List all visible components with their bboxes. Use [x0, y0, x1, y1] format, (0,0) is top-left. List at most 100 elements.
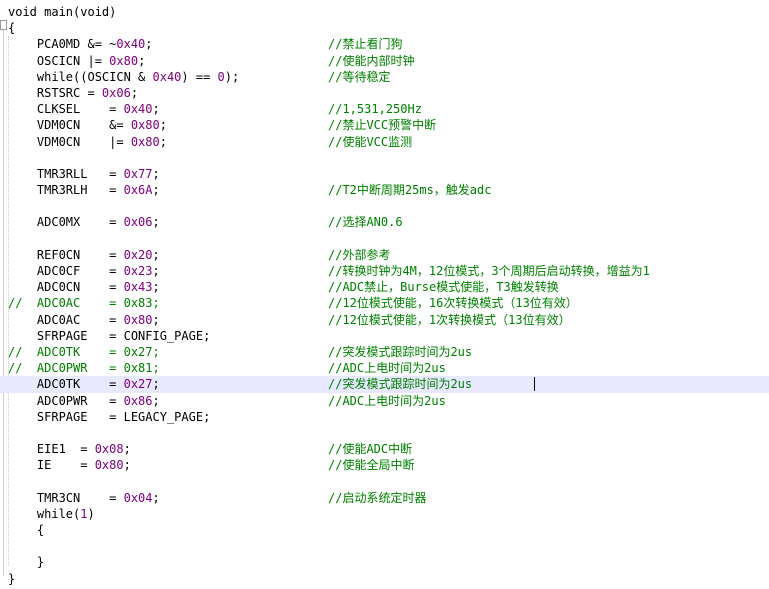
- code-line[interactable]: // ADC0PWR = 0x81; //ADC上电时间为2us: [0, 360, 769, 376]
- number-literal: 0x86: [123, 393, 153, 408]
- code-line[interactable]: SFRPAGE = LEGACY_PAGE;: [0, 409, 769, 425]
- code-text: RSTSRC = 0x06;: [8, 85, 139, 100]
- code-text: SFRPAGE = LEGACY_PAGE;: [8, 409, 211, 424]
- code-comment: //12位模式使能，1次转换模式（13位有效）: [328, 312, 571, 327]
- code-line[interactable]: IE = 0x80;//使能全局中断: [0, 457, 769, 473]
- fold-range-line: [3, 30, 4, 576]
- code-line[interactable]: {: [0, 20, 769, 36]
- code-line[interactable]: ADC0MX = 0x06;//选择AN0.6: [0, 214, 769, 230]
- code-line[interactable]: OSCICN |= 0x80; //使能内部时钟: [0, 53, 769, 69]
- code-comment: //突发模式跟踪时间为2us: [328, 344, 473, 359]
- code-line[interactable]: }: [0, 554, 769, 570]
- code-line[interactable]: EIE1 = 0x08;//使能ADC中断: [0, 441, 769, 457]
- fold-toggle-icon[interactable]: [0, 20, 7, 30]
- code-comment: //1,531,250Hz: [328, 102, 422, 117]
- code-line[interactable]: ADC0TK = 0x27; //突发模式跟踪时间为2us: [0, 376, 769, 393]
- code-text: ADC0TK = 0x27;: [8, 377, 160, 392]
- code-line[interactable]: [0, 473, 769, 489]
- code-line[interactable]: [0, 150, 769, 166]
- code-line[interactable]: [0, 425, 769, 441]
- code-comment: //使能ADC中断: [328, 442, 413, 457]
- code-line[interactable]: [0, 198, 769, 214]
- code-comment: //T2中断周期25ms，触发adc: [328, 183, 492, 198]
- code-comment: //突发模式跟踪时间为2us: [328, 377, 473, 392]
- number-literal: 0x08: [94, 442, 124, 457]
- code-line[interactable]: void main(void): [0, 4, 769, 20]
- code-text: OSCICN |= 0x80;: [8, 53, 146, 68]
- code-line[interactable]: PCA0MD &= ~0x40;//禁止看门狗: [0, 36, 769, 52]
- code-comment: //启动系统定时器: [328, 490, 427, 505]
- code-line[interactable]: [0, 231, 769, 247]
- code-text: // ADC0PWR = 0x81;: [8, 361, 160, 376]
- code-comment: //等待稳定: [328, 69, 391, 84]
- code-text: {: [8, 523, 45, 537]
- code-text: ADC0MX = 0x06;: [8, 215, 160, 230]
- code-line[interactable]: VDM0CN &= 0x80;//禁止VCC预警中断: [0, 117, 769, 133]
- number-literal: 0x23: [123, 264, 153, 278]
- code-comment: //12位模式使能，16次转换模式（13位有效）: [328, 296, 578, 311]
- code-line[interactable]: TMR3RLH = 0x6A; //T2中断周期25ms，触发adc: [0, 182, 769, 198]
- code-text: SFRPAGE = CONFIG_PAGE;: [8, 328, 211, 343]
- fold-gutter: [0, 0, 7, 589]
- number-literal: 0x80: [130, 118, 160, 133]
- number-literal: 0x6A: [123, 183, 153, 198]
- code-text: while(1): [8, 506, 95, 521]
- code-text: void main(void): [8, 5, 117, 19]
- code-line[interactable]: ADC0AC = 0x80; //12位模式使能，1次转换模式（13位有效）: [0, 312, 769, 328]
- code-line[interactable]: RSTSRC = 0x06;: [0, 85, 769, 101]
- code-text: IE = 0x80;: [8, 458, 131, 473]
- code-line[interactable]: // ADC0AC = 0x83;//12位模式使能，16次转换模式（13位有效…: [0, 295, 769, 311]
- code-line[interactable]: while((OSCICN & 0x40) == 0); //等待稳定: [0, 69, 769, 85]
- code-comment: //ADC上电时间为2us: [328, 393, 446, 408]
- number-literal: 1: [80, 506, 88, 521]
- code-comment: //转换时钟为4M，12位模式，3个周期后启动转换，增益为1: [328, 264, 650, 278]
- code-text: TMR3RLL = 0x77;: [8, 166, 160, 181]
- number-literal: 0x06: [101, 85, 131, 100]
- number-literal: 0x20: [123, 247, 153, 262]
- code-comment: //外部参考: [328, 247, 391, 262]
- code-line[interactable]: while(1): [0, 506, 769, 522]
- code-text: VDM0CN |= 0x80;: [8, 134, 167, 149]
- code-line[interactable]: TMR3CN = 0x04; //启动系统定时器: [0, 490, 769, 506]
- code-line[interactable]: {: [0, 522, 769, 538]
- code-line[interactable]: ADC0CN = 0x43; //ADC禁止，Burse模式使能，T3触发转换: [0, 279, 769, 295]
- code-line[interactable]: }: [0, 571, 769, 587]
- indent-guide: [8, 36, 9, 566]
- number-literal: 0x80: [109, 53, 139, 68]
- code-text: REF0CN = 0x20;: [8, 247, 160, 262]
- code-text: VDM0CN &= 0x80;: [8, 118, 167, 133]
- code-comment: //ADC禁止，Burse模式使能，T3触发转换: [328, 280, 559, 295]
- number-literal: 0x80: [123, 312, 153, 327]
- code-text: ADC0CN = 0x43;: [8, 280, 160, 295]
- number-literal: 0x04: [123, 490, 153, 505]
- code-comment: //ADC上电时间为2us: [328, 361, 446, 376]
- code-line[interactable]: CLKSEL = 0x40;//1,531,250Hz: [0, 101, 769, 117]
- code-text: }: [8, 571, 16, 586]
- code-text: {: [8, 21, 16, 36]
- code-comment: //使能内部时钟: [328, 53, 415, 68]
- code-line[interactable]: // ADC0TK = 0x27;//突发模式跟踪时间为2us: [0, 344, 769, 360]
- code-line[interactable]: TMR3RLL = 0x77;: [0, 166, 769, 182]
- code-text: ADC0AC = 0x80;: [8, 312, 160, 327]
- code-text: TMR3RLH = 0x6A;: [8, 183, 160, 198]
- number-literal: 0x43: [123, 280, 153, 295]
- code-line[interactable]: ADC0CF = 0x23;//转换时钟为4M，12位模式，3个周期后启动转换，…: [0, 263, 769, 279]
- code-text: while((OSCICN & 0x40) == 0);: [8, 69, 240, 84]
- code-line[interactable]: SFRPAGE = CONFIG_PAGE;: [0, 328, 769, 344]
- code-text: ADC0PWR = 0x86;: [8, 393, 160, 408]
- number-literal: 0x80: [94, 458, 124, 473]
- code-line[interactable]: REF0CN = 0x20; //外部参考: [0, 247, 769, 263]
- number-literal: 0x27: [123, 377, 153, 392]
- number-literal: 0x80: [130, 134, 160, 149]
- code-line[interactable]: [0, 538, 769, 554]
- code-text: TMR3CN = 0x04;: [8, 490, 160, 505]
- text-cursor: [534, 377, 535, 392]
- number-literal: 0x40: [152, 69, 182, 84]
- code-lines[interactable]: void main(void) { PCA0MD &= ~0x40;//禁止看门狗…: [0, 4, 769, 587]
- code-text: PCA0MD &= ~0x40;: [8, 37, 153, 52]
- number-literal: 0: [217, 69, 225, 84]
- number-literal: 0x77: [123, 166, 153, 181]
- code-line[interactable]: ADC0PWR = 0x86; //ADC上电时间为2us: [0, 393, 769, 409]
- code-line[interactable]: VDM0CN |= 0x80;//使能VCC监测: [0, 134, 769, 150]
